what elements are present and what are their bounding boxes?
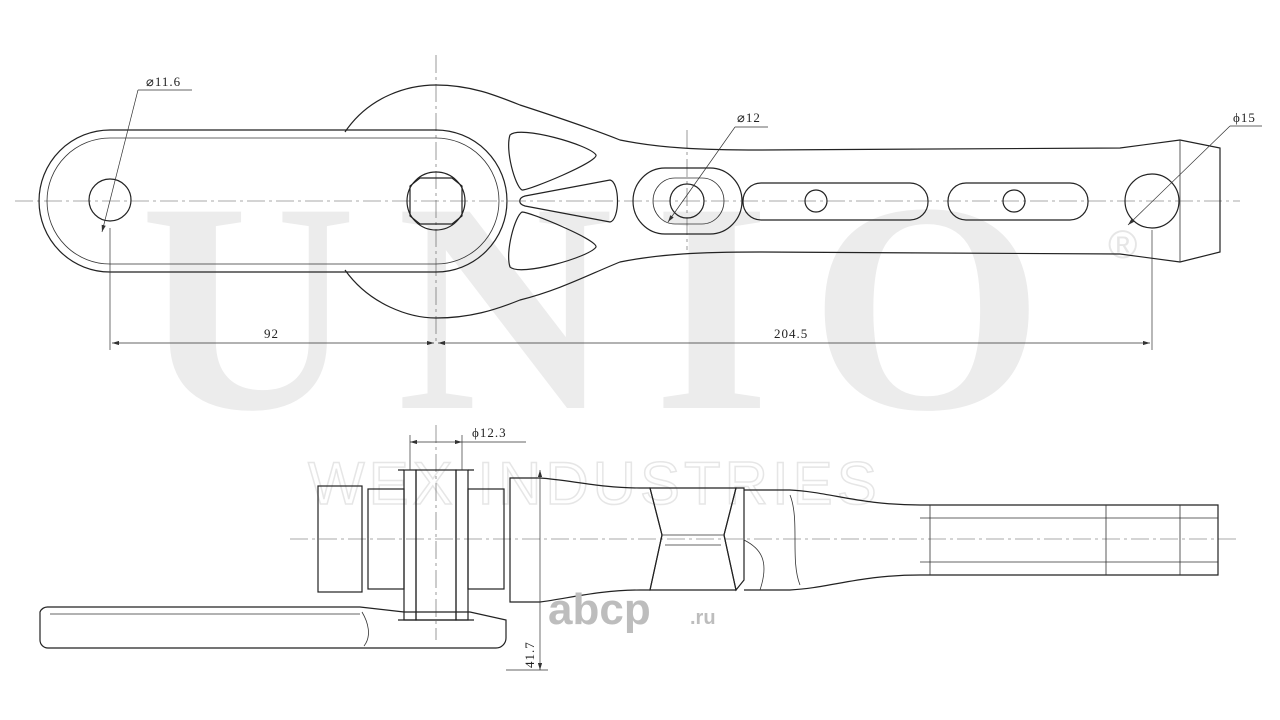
watermark-brand: UNIO xyxy=(140,141,1083,473)
dim-bushing-bore: ϕ12.3 xyxy=(472,425,507,440)
slot-2 xyxy=(947,182,1089,221)
watermark-subtitle: WEX INDUSTRIES xyxy=(308,450,881,517)
dim-hole-middle: ⌀12 xyxy=(737,110,761,125)
dim-hole-right: ϕ15 xyxy=(1233,110,1256,125)
hole-left xyxy=(88,178,132,222)
dim-hole-left: ⌀11.6 xyxy=(146,74,181,89)
dim-length-left: 92 xyxy=(264,326,279,341)
top-view xyxy=(15,55,1262,350)
abcp-logo-name: abcp xyxy=(548,585,651,634)
splined-boss xyxy=(406,171,466,231)
hole-middle xyxy=(669,183,705,219)
watermark: UNIO ® WEX INDUSTRIES xyxy=(140,141,1137,518)
section-view xyxy=(39,425,1240,671)
abcp-logo: abcp .ru xyxy=(548,585,716,634)
dim-length-right: 204.5 xyxy=(774,326,808,341)
dim-height: 41.7 xyxy=(522,641,537,668)
hole-right xyxy=(1124,173,1180,229)
abcp-logo-suffix: .ru xyxy=(690,607,716,629)
slot-1 xyxy=(742,182,929,221)
watermark-registered-mark: ® xyxy=(1108,223,1137,267)
